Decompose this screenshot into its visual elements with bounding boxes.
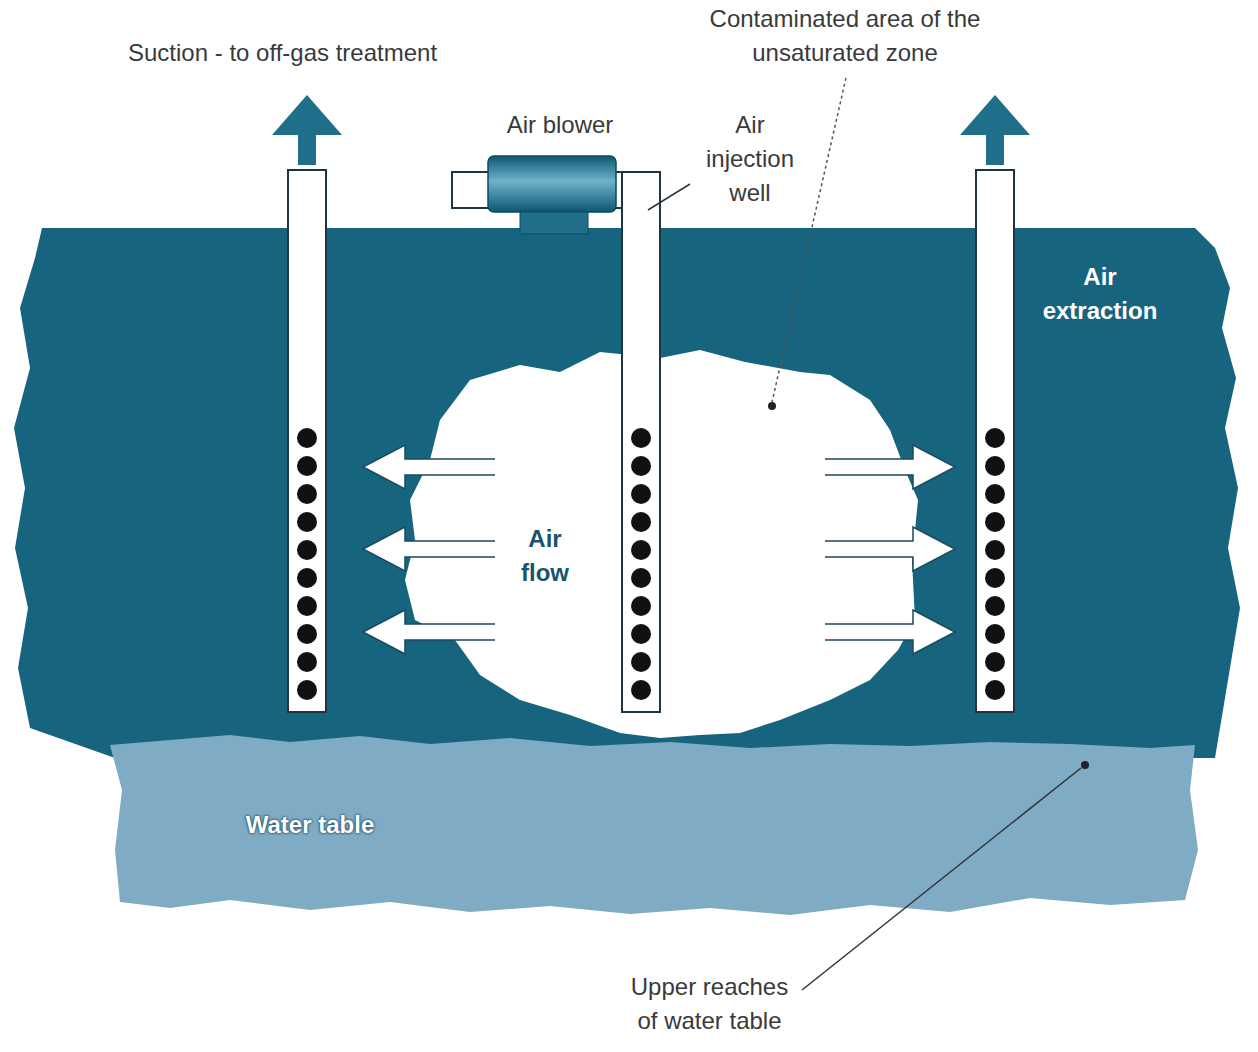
contaminated-area: Air flow [395, 350, 925, 745]
callout-holder: Contaminated area of the unsaturated zon… [695, 2, 995, 70]
blower-pipe [452, 172, 622, 208]
region-label: Air extraction [1030, 260, 1170, 328]
callout-label: Contaminated area of the unsaturated zon… [695, 2, 995, 70]
water-table-band: Water table [110, 730, 1200, 920]
callout-holder: Air injection well [695, 108, 805, 210]
suction-arrow [960, 95, 1030, 165]
callout-label: Air injection well [695, 108, 805, 210]
text-holder: Water table [210, 808, 410, 842]
text-holder: Air extraction [1030, 260, 1170, 328]
air-blower [488, 156, 616, 212]
contaminated-area-outline [395, 350, 925, 745]
callout-holder: Upper reaches of water table [622, 970, 797, 1038]
water-table-band-shape [110, 735, 1198, 915]
region-label: Air flow [508, 522, 582, 590]
suction-arrow [272, 95, 342, 165]
region-label: Water table [210, 808, 410, 842]
unsaturated-zone-shape [14, 228, 1240, 758]
callout-label: Suction - to off-gas treatment [128, 36, 508, 70]
callout-holder: Air blower [480, 108, 640, 142]
unsaturated-zone: Air extractionAir flow [0, 228, 1258, 758]
callout-holder: Suction - to off-gas treatment [128, 36, 508, 70]
leader-line [648, 184, 690, 210]
text-holder: Air flow [508, 522, 582, 590]
contaminated-area-shape [405, 350, 918, 738]
callout-label: Upper reaches of water table [622, 970, 797, 1038]
callout-label: Air blower [480, 108, 640, 142]
